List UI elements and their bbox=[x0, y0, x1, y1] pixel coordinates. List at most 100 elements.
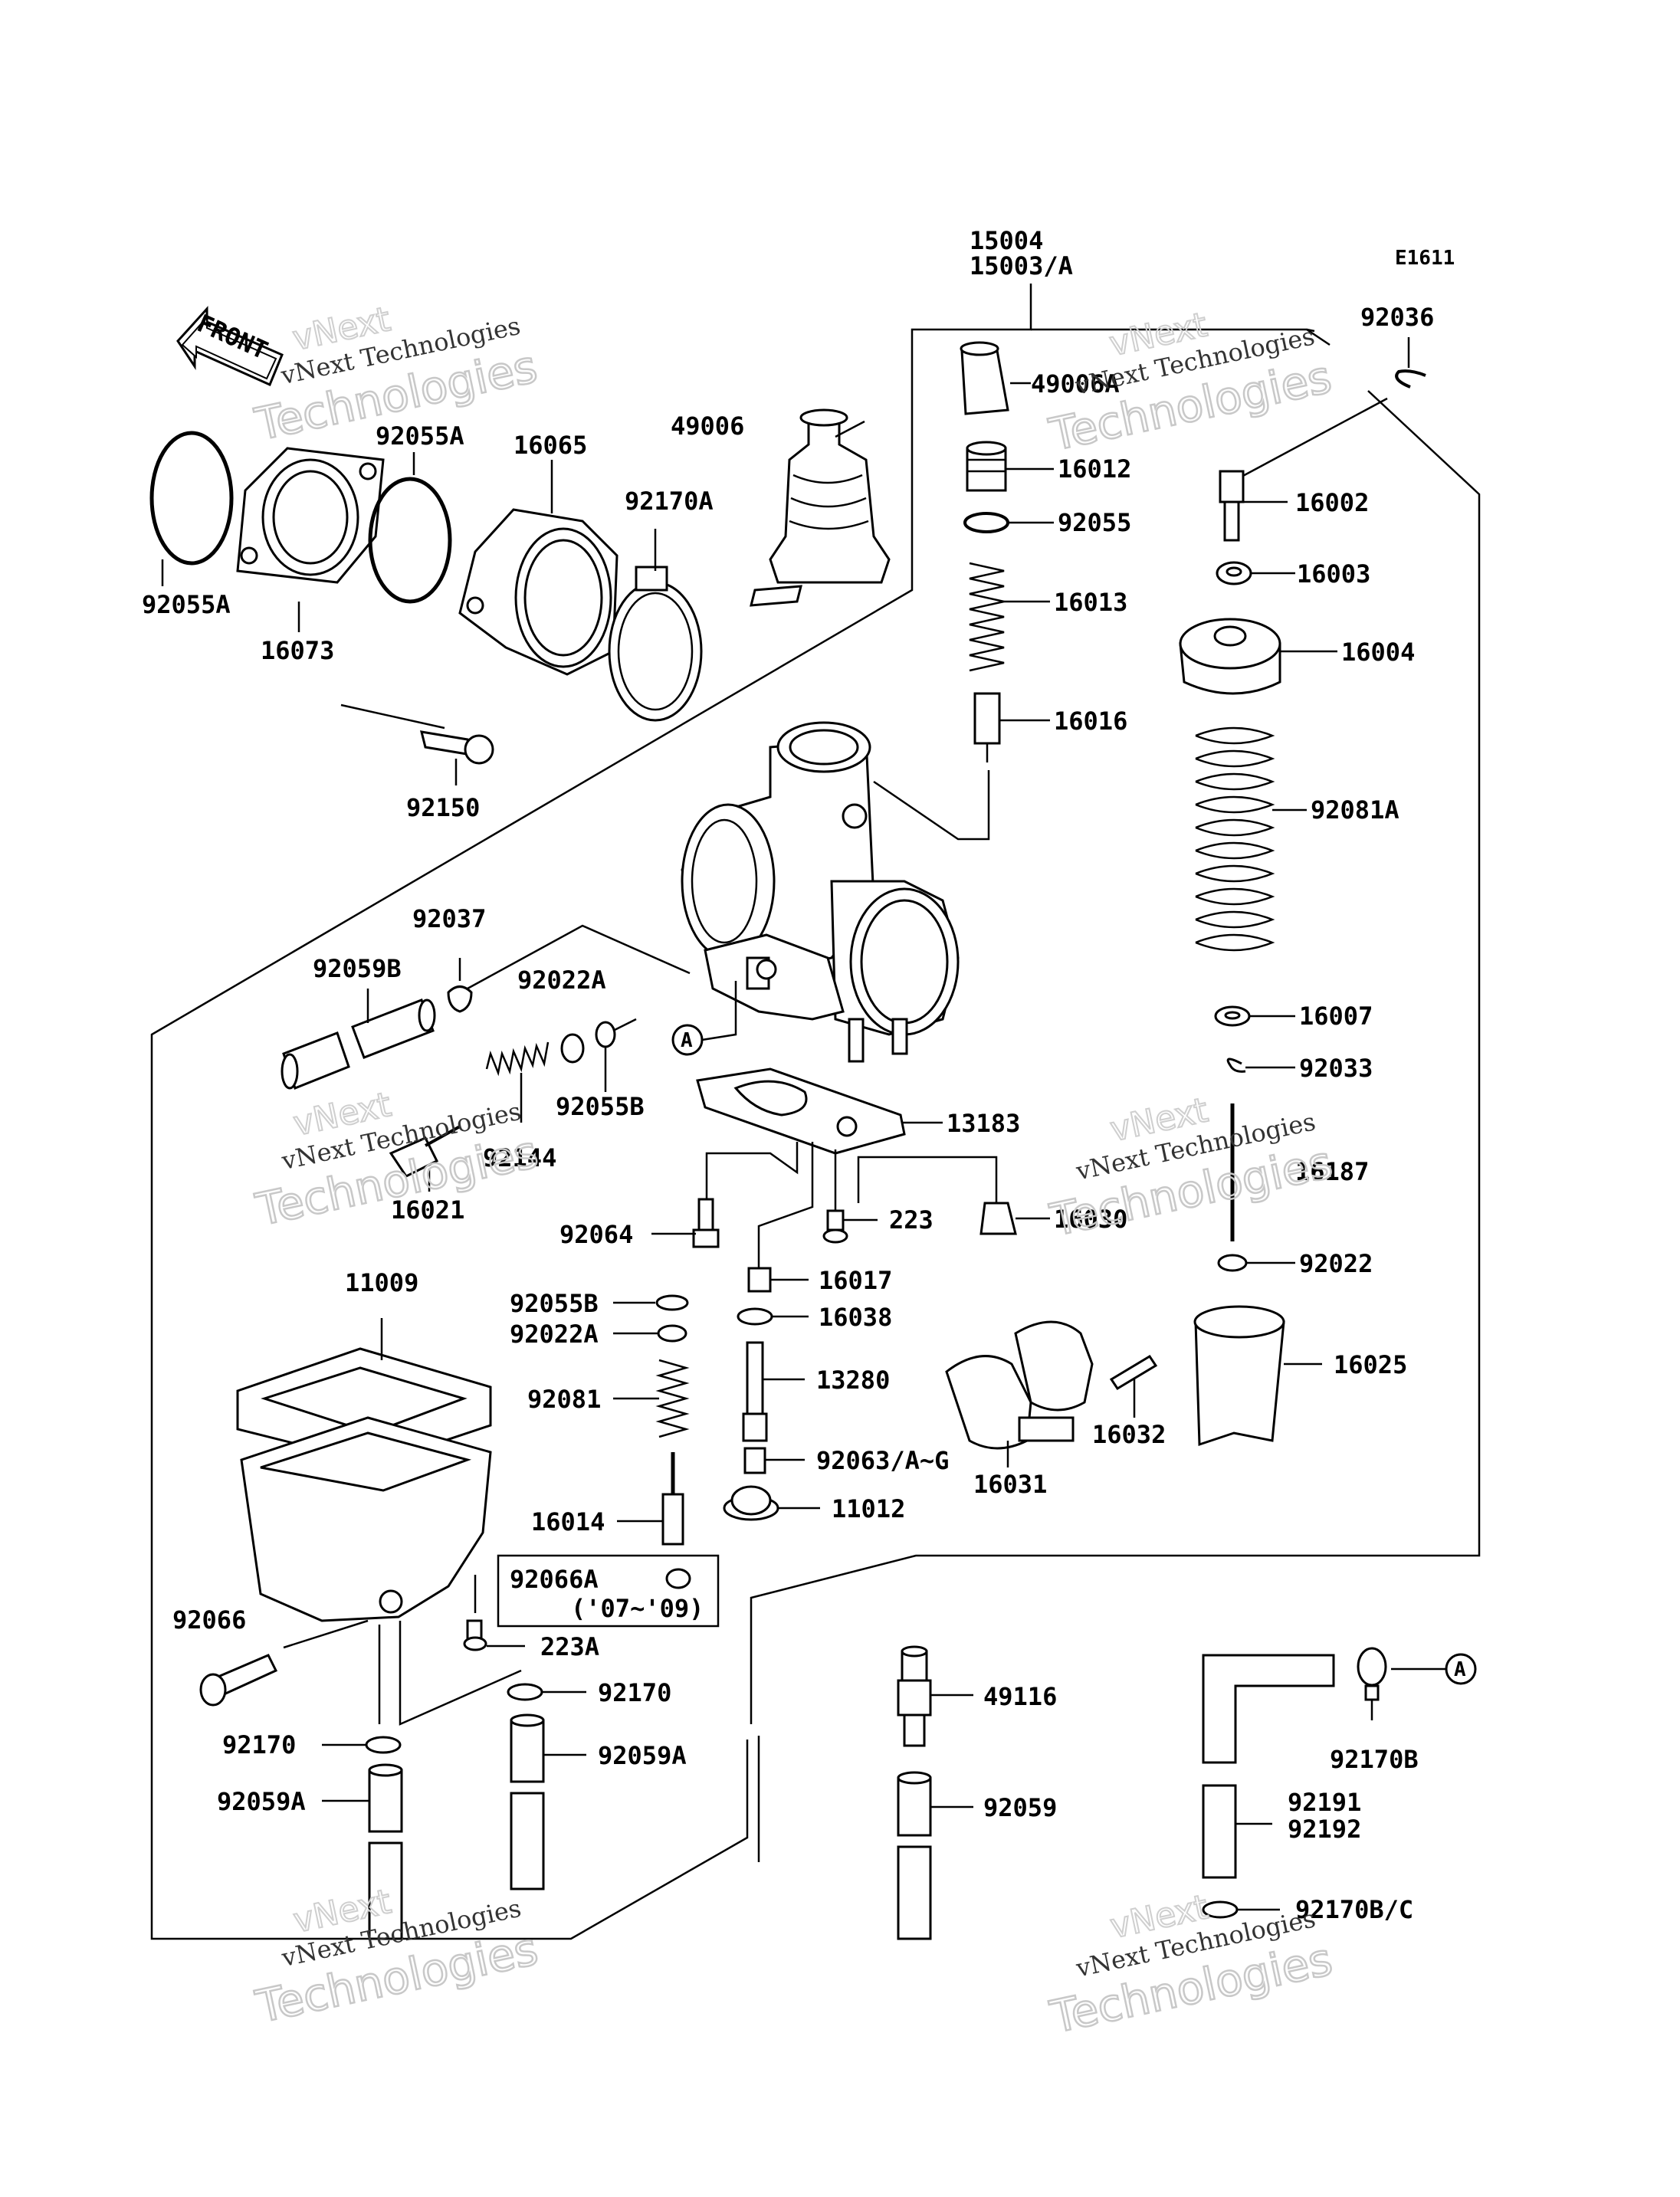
label-92055a-left: 92055A bbox=[142, 590, 231, 619]
pipe-92059a-left bbox=[368, 1763, 403, 1940]
label-92036: 92036 bbox=[1360, 303, 1434, 332]
label-92170bc: 92170B/C bbox=[1295, 1895, 1413, 1924]
boot-49006 bbox=[750, 408, 891, 607]
o-ring-92055b-2 bbox=[655, 1294, 689, 1311]
label-92055: 92055 bbox=[1058, 508, 1131, 537]
o-ring-92055a-left bbox=[149, 431, 234, 566]
label-92170b: 92170B bbox=[1330, 1745, 1419, 1774]
throttle-valve-16025 bbox=[1193, 1305, 1285, 1447]
label-92022: 92022 bbox=[1299, 1249, 1373, 1278]
svg-text:A: A bbox=[681, 1029, 693, 1052]
diagram-id: E1611 bbox=[1395, 247, 1455, 270]
label-15003a: 15003/A bbox=[970, 251, 1073, 280]
clip-92170-left bbox=[365, 1736, 402, 1754]
label-92059: 92059 bbox=[983, 1793, 1057, 1822]
label-16007: 16007 bbox=[1299, 1002, 1373, 1031]
hose-92191 bbox=[1202, 1654, 1335, 1879]
leader-92150 bbox=[340, 703, 445, 730]
washer-92022 bbox=[1217, 1254, 1248, 1272]
pin-16032 bbox=[1109, 1354, 1158, 1391]
cap-49006a bbox=[960, 341, 1009, 415]
label-223a: 223A bbox=[540, 1632, 599, 1661]
gasket-13183 bbox=[696, 1067, 906, 1155]
clip-92170-mid bbox=[507, 1683, 543, 1701]
label-16187: 16187 bbox=[1295, 1157, 1369, 1186]
float-bowl-11009 bbox=[236, 1347, 492, 1622]
watermark-bottom-right: vNext vNext Technologies Technologies bbox=[1045, 1887, 1337, 2045]
label-92055a-top: 92055A bbox=[376, 421, 464, 451]
label-92063: 92063/A~G bbox=[816, 1446, 949, 1475]
o-ring-92055a-top bbox=[368, 477, 452, 604]
leader-lines bbox=[161, 337, 1410, 1911]
bolt-92150 bbox=[419, 730, 494, 765]
label-16031: 16031 bbox=[973, 1470, 1047, 1499]
screw-223 bbox=[822, 1209, 848, 1244]
fitting-49116 bbox=[897, 1645, 932, 1747]
label-92055b-2: 92055B bbox=[510, 1289, 599, 1318]
plug-92037 bbox=[447, 985, 473, 1013]
label-92037: 92037 bbox=[412, 904, 486, 933]
main-jet-92063 bbox=[743, 1447, 766, 1474]
air-screw-16021 bbox=[389, 1125, 461, 1178]
label-92191: 92191 bbox=[1288, 1788, 1361, 1817]
top-cap-16004 bbox=[1179, 618, 1281, 695]
pipe-92059 bbox=[897, 1771, 932, 1940]
label-92066a-years: ('07~'09) bbox=[571, 1594, 704, 1623]
label-92170a: 92170A bbox=[625, 487, 714, 516]
spring-92081a bbox=[1195, 726, 1275, 952]
label-223: 223 bbox=[889, 1205, 934, 1235]
assembly-outline bbox=[150, 284, 1481, 1940]
label-49006a: 49006A bbox=[1031, 369, 1120, 398]
spring-92081 bbox=[655, 1359, 690, 1438]
label-16014: 16014 bbox=[531, 1507, 605, 1536]
screw-223a bbox=[463, 1619, 487, 1651]
baffle-11012 bbox=[723, 1485, 779, 1521]
label-92059a-left: 92059A bbox=[217, 1787, 306, 1816]
watermark-top-right: vNext vNext Technologies Technologies bbox=[1044, 304, 1337, 462]
label-92144: 92144 bbox=[483, 1143, 556, 1172]
label-13280: 13280 bbox=[816, 1366, 890, 1395]
washer-16007 bbox=[1214, 1005, 1251, 1027]
plug-16030 bbox=[979, 1202, 1017, 1235]
watermark-mid-left: vNext vNext Technologies Technologies bbox=[251, 1084, 543, 1237]
label-92033: 92033 bbox=[1299, 1054, 1373, 1083]
adjuster-16012 bbox=[966, 441, 1007, 492]
label-16003: 16003 bbox=[1297, 559, 1370, 589]
front-arrow-icon: FRONT bbox=[176, 306, 284, 387]
label-16002: 16002 bbox=[1295, 488, 1369, 517]
label-16065: 16065 bbox=[514, 431, 587, 460]
label-16025: 16025 bbox=[1334, 1350, 1407, 1379]
label-92055b: 92055B bbox=[556, 1092, 645, 1121]
washer-92022a-2 bbox=[657, 1324, 687, 1343]
label-92066: 92066 bbox=[172, 1605, 246, 1635]
float-16031 bbox=[945, 1320, 1094, 1450]
clip-92033 bbox=[1226, 1058, 1246, 1073]
pipe-92059b bbox=[281, 998, 436, 1090]
label-92064: 92064 bbox=[559, 1220, 633, 1249]
holder-16065 bbox=[458, 508, 619, 676]
label-11009: 11009 bbox=[345, 1268, 418, 1297]
label-16004: 16004 bbox=[1341, 638, 1415, 667]
label-92059a-mid: 92059A bbox=[598, 1741, 687, 1770]
holder-16016 bbox=[973, 692, 1001, 762]
clip-92170b bbox=[1357, 1647, 1387, 1701]
label-15004: 15004 bbox=[970, 226, 1043, 255]
holder-16017 bbox=[747, 1267, 772, 1293]
clamp-92170a bbox=[608, 529, 703, 722]
label-92192: 92192 bbox=[1288, 1815, 1361, 1844]
label-49116: 49116 bbox=[983, 1682, 1057, 1711]
o-ring-16038 bbox=[737, 1307, 773, 1326]
clip-92036 bbox=[1395, 369, 1426, 389]
label-92170-mid: 92170 bbox=[598, 1678, 671, 1707]
a-marker-body: A bbox=[671, 981, 737, 1056]
label-13183: 13183 bbox=[947, 1109, 1020, 1138]
label-16038: 16038 bbox=[819, 1303, 892, 1332]
svg-text:A: A bbox=[1454, 1658, 1466, 1681]
jet-92066a-box bbox=[497, 1554, 720, 1628]
o-ring-92055 bbox=[963, 512, 1009, 533]
washer-92022a bbox=[560, 1033, 585, 1064]
pilot-screw-16014 bbox=[661, 1452, 684, 1546]
label-92022a: 92022A bbox=[517, 966, 606, 995]
nut-16003 bbox=[1216, 561, 1252, 585]
label-92081: 92081 bbox=[527, 1385, 601, 1414]
